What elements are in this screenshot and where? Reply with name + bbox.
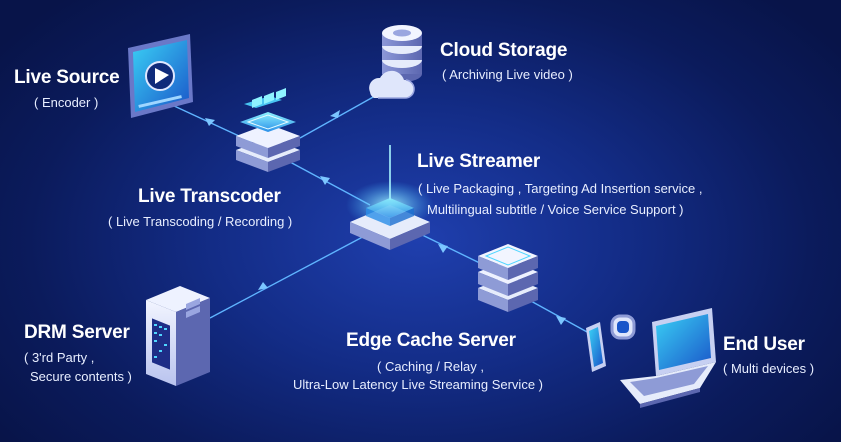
- edge-streamer-to-drm-arrow: [258, 282, 268, 290]
- drm-server-subtitle-line1: ( 3'rd Party ,: [24, 350, 95, 365]
- server-stack-icon: [478, 244, 538, 312]
- edge-cache-server-title: Edge Cache Server: [346, 330, 516, 351]
- server-tower-icon: [146, 286, 210, 386]
- edge-transcoder-to-streamer-arrow: [320, 176, 330, 185]
- devices-icon: [586, 308, 716, 408]
- drm-server-title: DRM Server: [24, 322, 130, 343]
- live-source-title: Live Source: [14, 67, 120, 88]
- live-streamer-subtitle-line1: ( Live Packaging , Targeting Ad Insertio…: [418, 181, 703, 196]
- cloud-storage-title: Cloud Storage: [440, 40, 568, 61]
- end-user-title: End User: [723, 334, 805, 355]
- live-transcoder-title: Live Transcoder: [138, 186, 281, 207]
- database-cloud-icon: [369, 25, 422, 99]
- edge-streamer-to-edge-arrow: [438, 244, 448, 253]
- edge-edge-to-user-arrow: [556, 316, 566, 325]
- live-streamer-subtitle-line2: Multilingual subtitle / Voice Service Su…: [427, 202, 684, 217]
- edge-transcoder-to-cloud-arrow: [330, 110, 340, 118]
- live-streamer-title: Live Streamer: [417, 151, 541, 172]
- edge-cache-server-subtitle-line1: ( Caching / Relay ,: [377, 359, 484, 374]
- server-stack-icon: [236, 88, 300, 172]
- live-source-subtitle: ( Encoder ): [34, 95, 99, 110]
- end-user-subtitle: ( Multi devices ): [723, 361, 815, 376]
- edge-edge-to-user: [519, 294, 599, 339]
- video-player-icon: [128, 34, 193, 118]
- glowing-platform-icon: [346, 145, 434, 250]
- cloud-storage-subtitle: ( Archiving Live video ): [442, 67, 573, 82]
- edge-source-to-transcoder-arrow: [205, 118, 215, 126]
- edge-streamer-to-edge: [411, 229, 491, 269]
- drm-server-subtitle-line2: Secure contents ): [30, 369, 132, 384]
- edge-streamer-to-drm: [209, 231, 373, 319]
- edge-cache-server-subtitle-line2: Ultra-Low Latency Live Streaming Service…: [293, 377, 543, 392]
- live-transcoder-subtitle: ( Live Transcoding / Recording ): [108, 214, 293, 229]
